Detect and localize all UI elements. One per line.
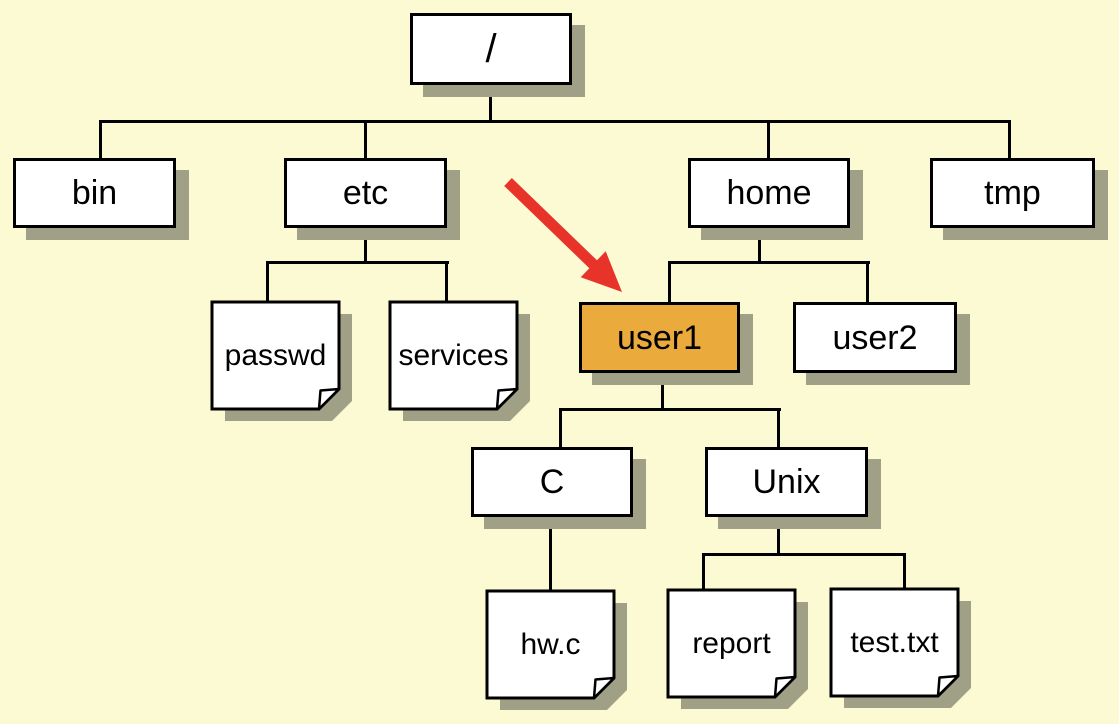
node-root: /	[410, 13, 572, 85]
node-services: services	[388, 300, 531, 423]
connector-passwd-stub	[266, 261, 269, 304]
node-user1-label: user1	[616, 318, 703, 357]
node-c-label: C	[539, 463, 565, 501]
connector-testtxt-stub	[903, 553, 906, 591]
file-icon	[388, 300, 530, 421]
node-c: C	[471, 447, 633, 517]
file-icon	[485, 589, 627, 710]
node-unix-label: Unix	[752, 463, 821, 501]
connector-services-stub	[445, 261, 448, 304]
connector-etc-down	[364, 226, 367, 264]
connector-etc-stub	[364, 120, 367, 160]
node-testtxt: test.txt	[829, 587, 972, 710]
node-bin: bin	[13, 158, 176, 228]
connector-rail-user1	[559, 408, 781, 411]
connector-unix-down	[777, 515, 780, 556]
node-home: home	[688, 158, 850, 228]
node-unix: Unix	[705, 447, 868, 517]
node-tmp: tmp	[930, 158, 1095, 228]
node-passwd: passwd	[210, 300, 353, 423]
connector-tmp-stub	[1008, 120, 1011, 160]
connector-rail-home	[668, 261, 870, 264]
connector-root-stub	[489, 85, 492, 123]
node-root-label: /	[485, 27, 497, 71]
connector-report-stub	[702, 553, 705, 592]
red-arrow-icon	[504, 178, 622, 292]
node-bin-label: bin	[71, 174, 118, 212]
connector-unix-stub	[777, 408, 780, 449]
node-testtxt-label: test.txt	[850, 625, 939, 659]
connector-user1-down	[661, 371, 664, 411]
file-icon	[829, 587, 971, 708]
node-home-label: home	[726, 174, 812, 212]
file-icon	[210, 300, 352, 421]
node-etc: etc	[284, 158, 447, 228]
node-services-label: services	[398, 338, 509, 372]
node-report-label: report	[692, 626, 771, 660]
node-hwc: hw.c	[485, 589, 628, 712]
connector-home-down	[758, 226, 761, 264]
connector-rail-unix	[702, 553, 906, 556]
connector-rail-etc	[266, 261, 449, 264]
connector-c-to-hwc	[549, 515, 552, 593]
connector-user2-stub	[866, 261, 869, 304]
node-hwc-label: hw.c	[520, 627, 581, 661]
connector-c-stub	[559, 408, 562, 449]
node-tmp-label: tmp	[984, 174, 1041, 212]
connector-rail-level1	[99, 120, 1011, 123]
connector-bin-stub	[99, 120, 102, 160]
connector-home-stub	[767, 120, 770, 160]
node-report: report	[666, 588, 809, 711]
connector-user1-stub	[668, 261, 671, 304]
node-etc-label: etc	[342, 174, 389, 212]
node-passwd-label: passwd	[224, 338, 327, 372]
node-user2: user2	[793, 302, 957, 373]
file-icon	[666, 588, 808, 709]
node-user2-label: user2	[832, 318, 918, 357]
node-user1-highlighted: user1	[579, 302, 740, 373]
